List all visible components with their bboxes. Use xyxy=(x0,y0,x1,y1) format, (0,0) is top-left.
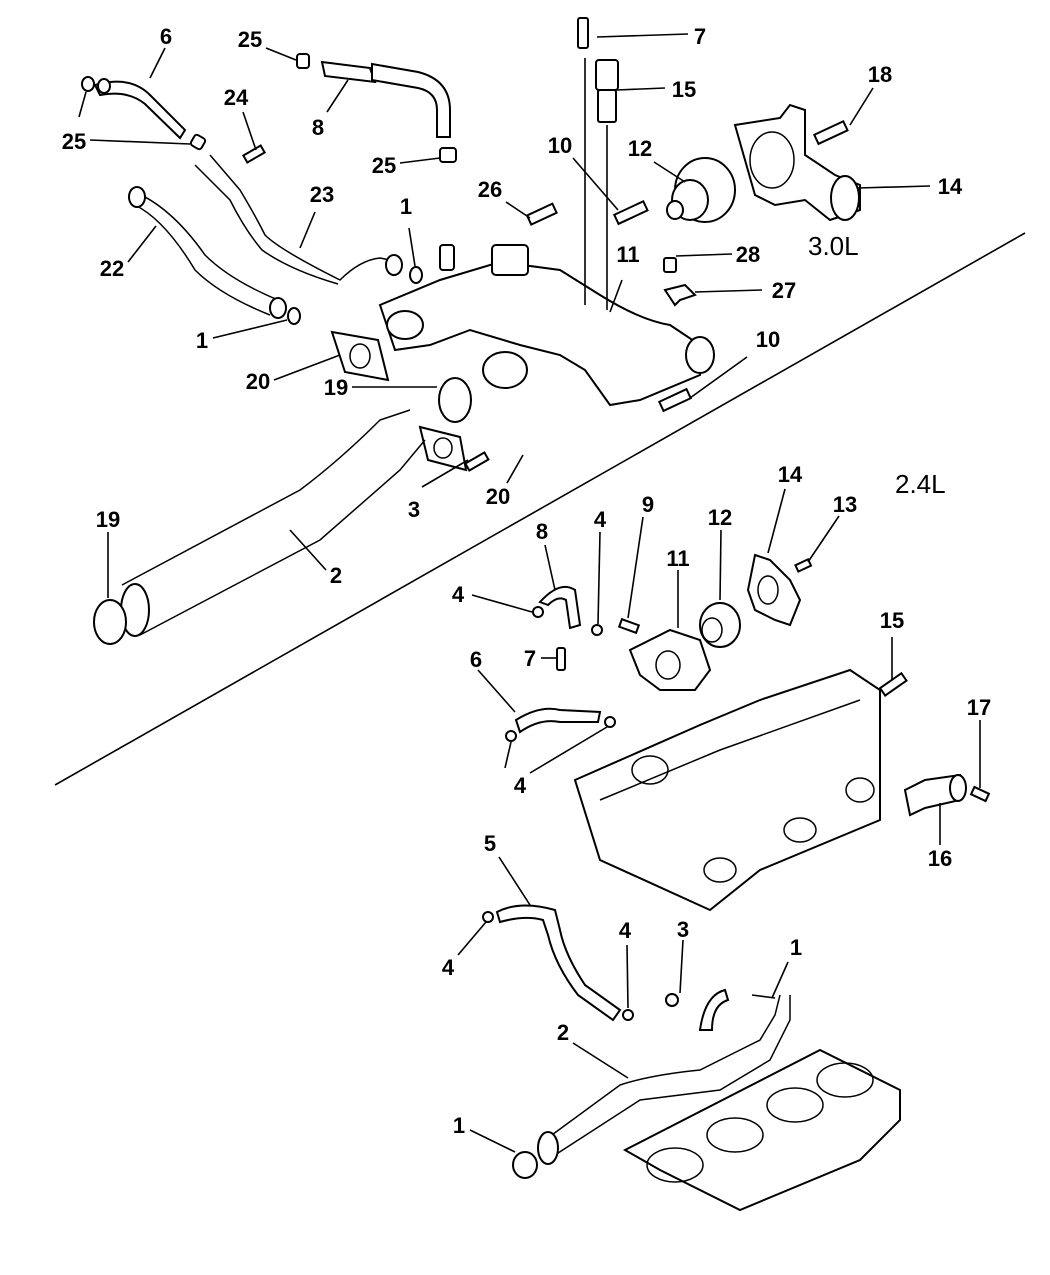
part-bolt-28 xyxy=(663,257,677,273)
engine-label-2-4l: 2.4L xyxy=(895,469,946,499)
callout-19: 19 xyxy=(324,375,348,400)
callout-27: 27 xyxy=(772,278,796,303)
part-oring-19-3-0l xyxy=(438,377,472,423)
part-hose-6-2-4l xyxy=(514,707,602,734)
engine-label-3-0l: 3.0L xyxy=(808,231,859,261)
part-water-outlet-11-3-0l xyxy=(378,244,715,407)
part-bolt-3-3-0l xyxy=(463,451,490,472)
part-bolt-24 xyxy=(241,144,267,164)
part-cylinder-head xyxy=(573,668,881,912)
callout-3: 3 xyxy=(677,917,689,942)
callout-23: 23 xyxy=(310,182,334,207)
part-oring-19b xyxy=(93,599,127,645)
part-bolt-18 xyxy=(812,119,849,146)
part-sensor-7-3-0l xyxy=(577,17,589,49)
callout-19: 19 xyxy=(96,507,120,532)
callout-24: 24 xyxy=(224,85,249,110)
callout-11: 11 xyxy=(666,546,689,571)
callout-9: 9 xyxy=(642,492,654,517)
callout-18: 18 xyxy=(868,62,892,87)
callout-22: 22 xyxy=(100,256,124,281)
part-pipe-22 xyxy=(128,186,287,319)
callout-4: 4 xyxy=(442,955,455,980)
callout-3: 3 xyxy=(408,497,420,522)
leader-lines xyxy=(78,33,981,1153)
part-bolt-9-2-4l xyxy=(617,617,641,635)
callout-1: 1 xyxy=(400,194,412,219)
callouts-3-0l: 6 25 25 25 25 24 8 7 15 18 10 12 14 26 2… xyxy=(62,24,963,588)
part-cylinder-block xyxy=(622,1048,901,1212)
callout-26: 26 xyxy=(478,177,502,202)
callout-25: 25 xyxy=(372,153,396,178)
part-oring-1-3-0l xyxy=(287,266,423,325)
callout-20: 20 xyxy=(246,369,270,394)
callout-4: 4 xyxy=(594,507,607,532)
part-bolt-13-2-4l xyxy=(794,557,813,573)
callout-8: 8 xyxy=(312,115,324,140)
callout-1: 1 xyxy=(196,328,208,353)
callout-10: 10 xyxy=(756,327,780,352)
callout-10: 10 xyxy=(548,133,572,158)
callout-13: 13 xyxy=(833,492,857,517)
callout-8: 8 xyxy=(536,519,548,544)
part-thermostat-12-2-4l xyxy=(699,602,741,648)
part-oring-1-2-4l xyxy=(512,994,776,1179)
part-pipe-23 xyxy=(194,154,403,285)
callout-6: 6 xyxy=(470,647,482,672)
part-thermostat-12-3-0l xyxy=(666,157,736,223)
callout-25: 25 xyxy=(238,27,262,52)
callout-28: 28 xyxy=(736,242,760,267)
callout-6: 6 xyxy=(160,24,172,49)
callout-20: 20 xyxy=(486,484,510,509)
part-pipe-2-3-0l xyxy=(120,409,426,637)
part-clamp-25 xyxy=(189,53,457,163)
section-divider xyxy=(54,232,1026,786)
part-bracket-27 xyxy=(663,283,697,307)
callout-1: 1 xyxy=(790,935,802,960)
part-bolt-3-2-4l xyxy=(665,993,679,1007)
callout-11: 11 xyxy=(616,242,639,267)
part-hose-8-2-4l xyxy=(538,586,582,630)
part-sensor-15-2-4l xyxy=(878,671,908,697)
part-hose-8-3-0l xyxy=(320,60,451,138)
callout-16: 16 xyxy=(928,846,952,871)
callout-14: 14 xyxy=(778,462,803,487)
part-gasket-20-3-0l xyxy=(330,330,468,472)
callout-17: 17 xyxy=(967,695,991,720)
part-sensor-7-2-4l xyxy=(556,647,566,671)
part-water-outlet-11-2-4l xyxy=(628,628,712,691)
callout-4: 4 xyxy=(619,918,632,943)
callout-7: 7 xyxy=(694,24,706,49)
part-bolt-17 xyxy=(969,785,991,803)
part-housing-14-3-0l xyxy=(733,103,861,222)
callout-4: 4 xyxy=(452,582,465,607)
callout-12: 12 xyxy=(628,136,652,161)
part-housing-16 xyxy=(903,773,967,817)
callout-25: 25 xyxy=(62,129,86,154)
part-bolt-26 xyxy=(525,202,558,226)
part-sensor-15-3-0l xyxy=(595,59,619,123)
callout-7: 7 xyxy=(524,646,536,671)
callout-15: 15 xyxy=(672,77,696,102)
part-pipe-2-2-4l xyxy=(537,988,791,1165)
part-housing-14-2-4l xyxy=(746,553,802,627)
callout-4: 4 xyxy=(514,773,527,798)
callout-2: 2 xyxy=(330,563,342,588)
part-hose-6-3-0l xyxy=(81,76,187,140)
part-hose-5-2-4l xyxy=(495,904,622,1022)
callouts-2-4l: 14 13 8 4 9 11 12 4 15 7 6 17 4 16 5 4 4… xyxy=(442,462,991,1138)
callout-1: 1 xyxy=(453,1113,465,1138)
part-bolt-10-3-0l xyxy=(612,199,693,413)
callout-12: 12 xyxy=(708,505,732,530)
part-nut-4-2-4l xyxy=(482,606,634,1021)
callout-2: 2 xyxy=(557,1020,569,1045)
callout-15: 15 xyxy=(880,608,904,633)
callout-5: 5 xyxy=(484,831,496,856)
callout-14: 14 xyxy=(938,174,963,199)
